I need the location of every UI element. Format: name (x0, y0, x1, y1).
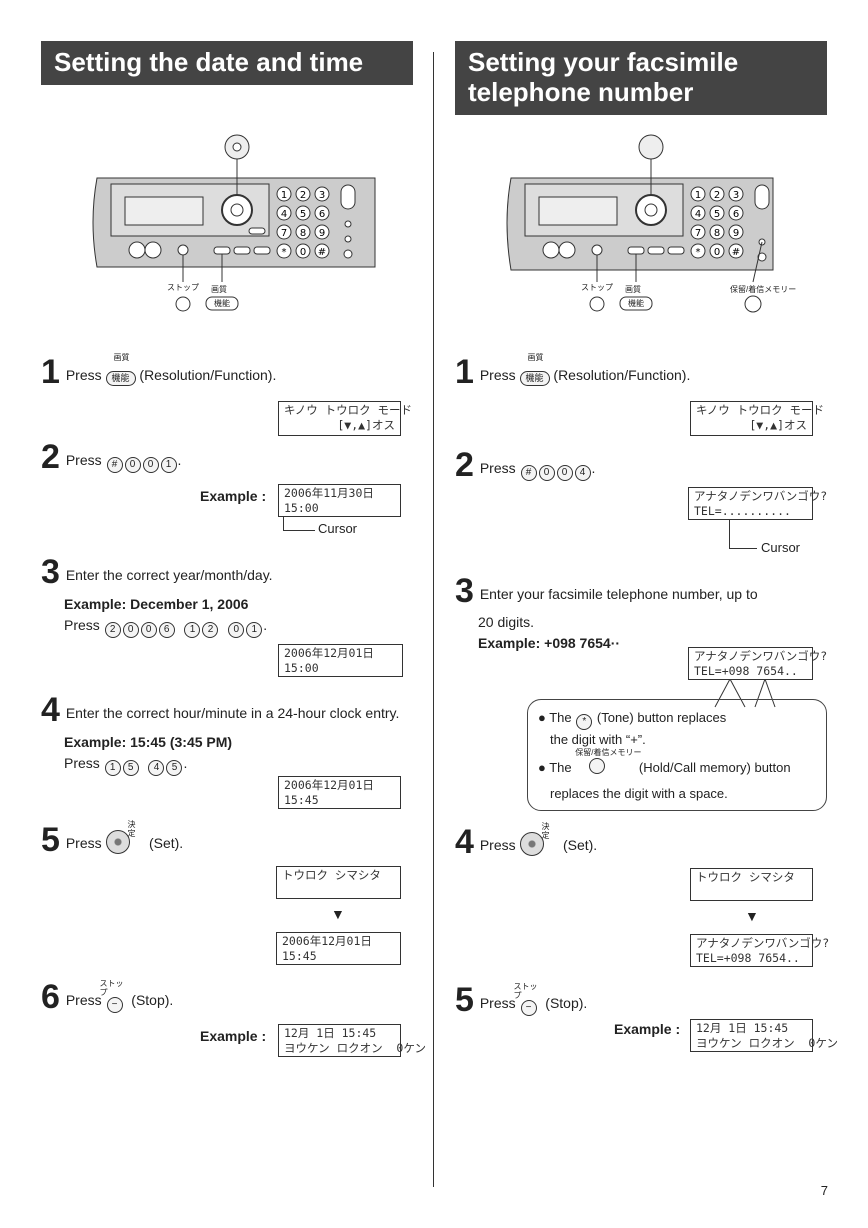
svg-text:5: 5 (300, 209, 306, 220)
down-arrow-icon: ▼ (331, 906, 345, 922)
right-step-5: 5 Press ストップ − (Stop). (455, 981, 588, 1019)
left-step-1: 1 Press 画質 機能 (Resolution/Function). (41, 353, 277, 391)
svg-text:#: # (318, 247, 326, 258)
left-title: Setting the date and time (41, 41, 413, 85)
right-lcd-4a: トウロク シマシタ (690, 868, 813, 901)
left-lcd-5b: 2006年12月01日 15:45 (276, 932, 401, 965)
svg-text:6: 6 (733, 209, 739, 220)
left-step-4: 4 Enter the correct hour/minute in a 24-… (41, 691, 400, 729)
tone-key-icon: * (576, 714, 593, 730)
diagram-stop-label: ストップ (167, 283, 199, 292)
key-hash: # (106, 457, 123, 473)
stop-key-icon: − (106, 997, 123, 1013)
stop-key-icon: − (520, 1000, 537, 1016)
example-label: Example : (200, 488, 267, 504)
set-key-icon (105, 830, 130, 854)
example-label: Example : (200, 1028, 267, 1044)
svg-text:7: 7 (281, 228, 287, 239)
svg-text:5: 5 (714, 209, 720, 220)
right-lcd-4b: アナタノデンワバンゴウ? TEL=+098 7654.. (690, 934, 829, 967)
svg-text:1: 1 (281, 190, 287, 201)
svg-text:*: * (696, 247, 701, 258)
function-key: 機能 (105, 371, 136, 386)
page-number: 7 (820, 1183, 828, 1198)
svg-text:7: 7 (695, 228, 701, 239)
hold-key-icon (589, 758, 606, 774)
right-step-4: 4 Press 決定 (Set). (455, 822, 598, 861)
right-step-1: 1 Press 画質 機能 (Resolution/Function). (455, 353, 691, 391)
column-divider (433, 52, 434, 1187)
svg-text:9: 9 (319, 228, 325, 239)
svg-text:9: 9 (733, 228, 739, 239)
svg-text:0: 0 (714, 247, 720, 258)
svg-text:3: 3 (733, 190, 739, 201)
function-key: 機能 (519, 371, 550, 386)
svg-text:2: 2 (300, 190, 306, 201)
svg-text:2: 2 (714, 190, 720, 201)
left-step-6: 6 Press ストップ − (Stop). (41, 978, 174, 1016)
left-lcd-3: 2006年12月01日 15:00 (278, 644, 403, 677)
svg-text:1: 1 (695, 190, 701, 201)
left-lcd-6: 12月 1日 15:45 ヨウケン ロクオン 0ケン (278, 1024, 426, 1057)
svg-text:6: 6 (319, 209, 325, 220)
cursor-label: Cursor (318, 521, 358, 536)
svg-text:*: * (282, 247, 287, 258)
fax-machine-diagram: 1 2 3 4 5 6 7 8 9 * 0 # (92, 134, 376, 312)
down-arrow-icon: ▼ (745, 908, 759, 924)
left-lcd-4: 2006年12月01日 15:45 (278, 776, 401, 809)
svg-text:8: 8 (714, 228, 720, 239)
right-lcd-1: キノウ トウロク モード[▼,▲]オス (690, 401, 824, 436)
left-lcd-2: 2006年11月30日 15:00 (278, 484, 401, 517)
right-lcd-2: アナタノデンワバンゴウ? TEL=.......... (688, 487, 827, 520)
left-lcd-5a: トウロク シマシタ (276, 866, 401, 899)
fax-machine-diagram: 1 2 3 4 5 6 7 8 9 * 0 # (506, 134, 774, 313)
svg-text:4: 4 (695, 209, 701, 220)
left-step-5: 5 Press 決定 (Set). (41, 820, 184, 859)
right-step-3: 3 Enter your facsimile telephone number,… (455, 572, 758, 610)
svg-text:8: 8 (300, 228, 306, 239)
right-lcd-5: 12月 1日 15:45 ヨウケン ロクオン 0ケン (690, 1019, 838, 1052)
set-key-icon (519, 832, 544, 856)
diagram-hold-label: 保留/着信メモリー (730, 285, 797, 294)
svg-text:3: 3 (319, 190, 325, 201)
right-title: Setting your facsimile telephone number (455, 41, 827, 115)
left-lcd-1: キノウ トウロク モード[▼,▲]オス (278, 401, 412, 436)
left-step-3: 3 Enter the correct year/month/day. (41, 553, 273, 591)
svg-text:4: 4 (281, 209, 287, 220)
diagram-func-label: 機能 (214, 299, 230, 308)
diagram-quality-label: 画質 (211, 285, 227, 294)
note-box: ● The * (Tone) button replaces the digit… (527, 699, 827, 811)
right-lcd-3: アナタノデンワバンゴウ? TEL=+098 7654.. (688, 647, 827, 680)
svg-text:#: # (732, 247, 740, 258)
svg-text:0: 0 (300, 247, 306, 258)
